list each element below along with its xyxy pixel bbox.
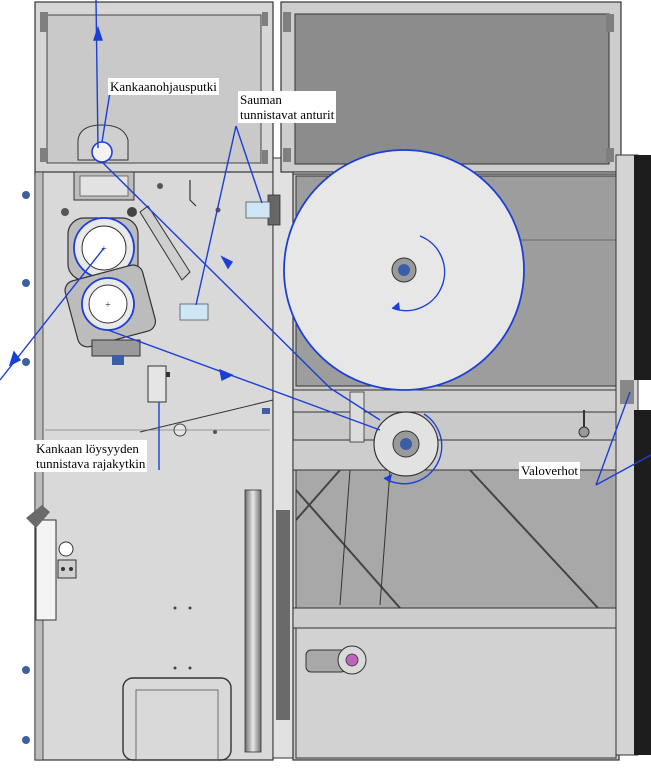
light-curtains-label: Valoverhot bbox=[519, 462, 581, 479]
svg-text:+: + bbox=[105, 300, 111, 311]
upper-lid bbox=[34, 1, 274, 175]
fabric-drum bbox=[283, 149, 525, 391]
slack-switch-label: Kankaan löysyyden tunnistava rajakytkin bbox=[34, 440, 148, 472]
lower-pulley bbox=[373, 411, 443, 485]
guide-tube bbox=[91, 141, 113, 163]
slack-switch-label-line1: Kankaan löysyyden bbox=[36, 441, 139, 456]
slack-switch-label-line2: tunnistava rajakytkin bbox=[36, 456, 146, 471]
seam-sensor-lower bbox=[179, 303, 209, 321]
right-upper-lid bbox=[280, 1, 622, 173]
svg-text:+: + bbox=[101, 244, 107, 255]
seam-sensors-label-line2: tunnistavat anturit bbox=[240, 107, 335, 122]
fabric-path bbox=[0, 0, 651, 486]
seam-sensors-label-line1: Sauman bbox=[240, 92, 282, 107]
fabric-guide-tube-label: Kankaanohjausputki bbox=[108, 78, 219, 95]
light-curtain-pillar bbox=[615, 154, 651, 756]
seam-sensor-upper bbox=[245, 201, 271, 219]
seam-sensors-label: Sauman tunnistavat anturit bbox=[238, 91, 337, 123]
slack-limit-switch bbox=[147, 365, 167, 403]
